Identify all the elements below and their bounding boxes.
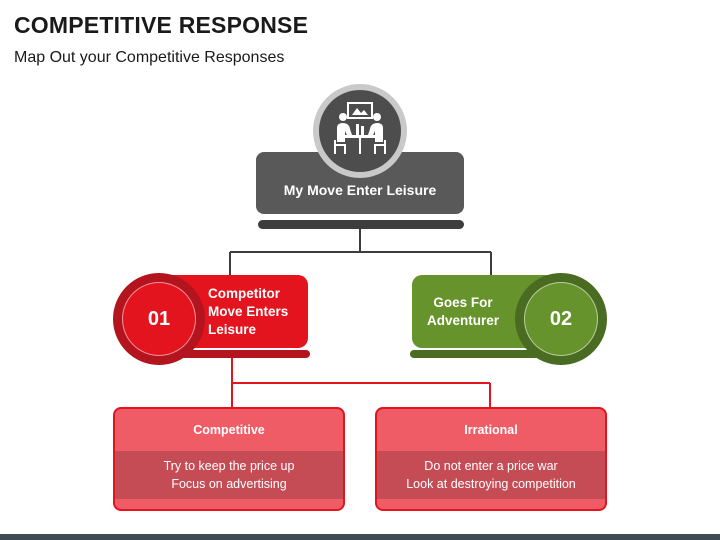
card-irrational: Irrational Do not enter a price war Look… <box>375 407 607 511</box>
page-title: COMPETITIVE RESPONSE <box>14 12 309 38</box>
branch-02-line-1: Goes For <box>433 295 493 310</box>
top-node-shadow <box>258 220 464 229</box>
card-irrational-line-2: Look at destroying competition <box>406 477 576 491</box>
branch-02-line-2: Adventurer <box>426 313 499 328</box>
branch-01-line-3: Leisure <box>208 322 257 337</box>
card-competitive-title: Competitive <box>193 423 265 437</box>
card-irrational-line-1: Do not enter a price war <box>424 459 558 473</box>
footer-bar <box>0 534 720 540</box>
card-competitive: Competitive Try to keep the price up Foc… <box>113 407 345 511</box>
card-competitive-line-2: Focus on advertising <box>171 477 287 491</box>
card-competitive-line-1: Try to keep the price up <box>163 459 295 473</box>
branch-01-line-1: Competitor <box>208 286 280 301</box>
card-irrational-title: Irrational <box>464 423 518 437</box>
business-meeting-icon <box>334 102 386 154</box>
top-node-label: My Move Enter Leisure <box>283 182 437 198</box>
branch-01-number: 01 <box>122 282 196 356</box>
branch-02-number-badge: 02 <box>515 273 607 365</box>
branch-02-shadow <box>410 350 572 358</box>
card-competitive-body: Try to keep the price up Focus on advert… <box>115 451 343 499</box>
branch-02-number: 02 <box>524 282 598 356</box>
branch-01-line-2: Move Enters <box>208 304 289 319</box>
card-irrational-body: Do not enter a price war Look at destroy… <box>377 451 605 499</box>
branch-02-label: Goes For Adventurer <box>420 294 506 330</box>
branch-01-number-badge: 01 <box>113 273 205 365</box>
branch-01-shadow <box>150 350 310 358</box>
top-node-icon-badge <box>313 84 407 178</box>
branch-01-label: Competitor Move Enters Leisure <box>208 285 304 339</box>
page-subtitle: Map Out your Competitive Responses <box>14 49 285 66</box>
